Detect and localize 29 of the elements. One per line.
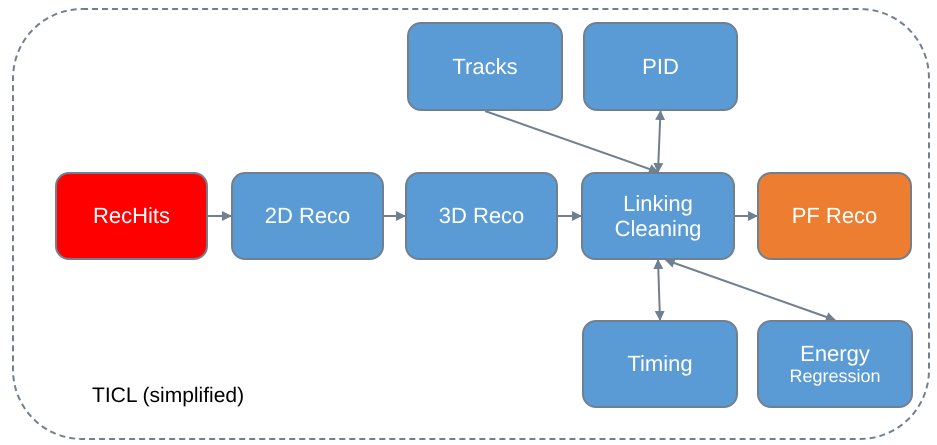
arrow — [664, 258, 836, 322]
arrow — [735, 211, 758, 221]
box-label: 2D Reco — [264, 203, 350, 229]
process-box — [582, 320, 738, 408]
process-box — [55, 172, 208, 260]
box-label: Tracks — [452, 54, 518, 80]
process-box — [405, 172, 558, 260]
process-box — [583, 22, 738, 111]
process-box — [757, 320, 913, 408]
box-label: Regression — [789, 366, 881, 387]
box-label: Energy — [800, 341, 870, 366]
process-box — [581, 172, 735, 260]
arrow — [208, 211, 232, 221]
box-label: Timing — [627, 351, 693, 377]
arrow — [484, 110, 659, 174]
box-label: PID — [642, 54, 679, 80]
arrow — [384, 211, 406, 221]
arrow — [558, 211, 582, 221]
box-label: 3D Reco — [438, 203, 524, 229]
process-box — [407, 22, 563, 111]
diagram-label: TICL (simplified) — [92, 384, 244, 408]
process-box — [231, 172, 384, 260]
box-label: PF Reco — [792, 203, 878, 229]
box-label: Linking Cleaning — [614, 190, 702, 242]
dashed-boundary — [12, 8, 930, 440]
arrow — [653, 110, 666, 173]
arrow — [653, 259, 665, 321]
process-box — [757, 172, 912, 260]
box-label: RecHits — [92, 203, 170, 229]
